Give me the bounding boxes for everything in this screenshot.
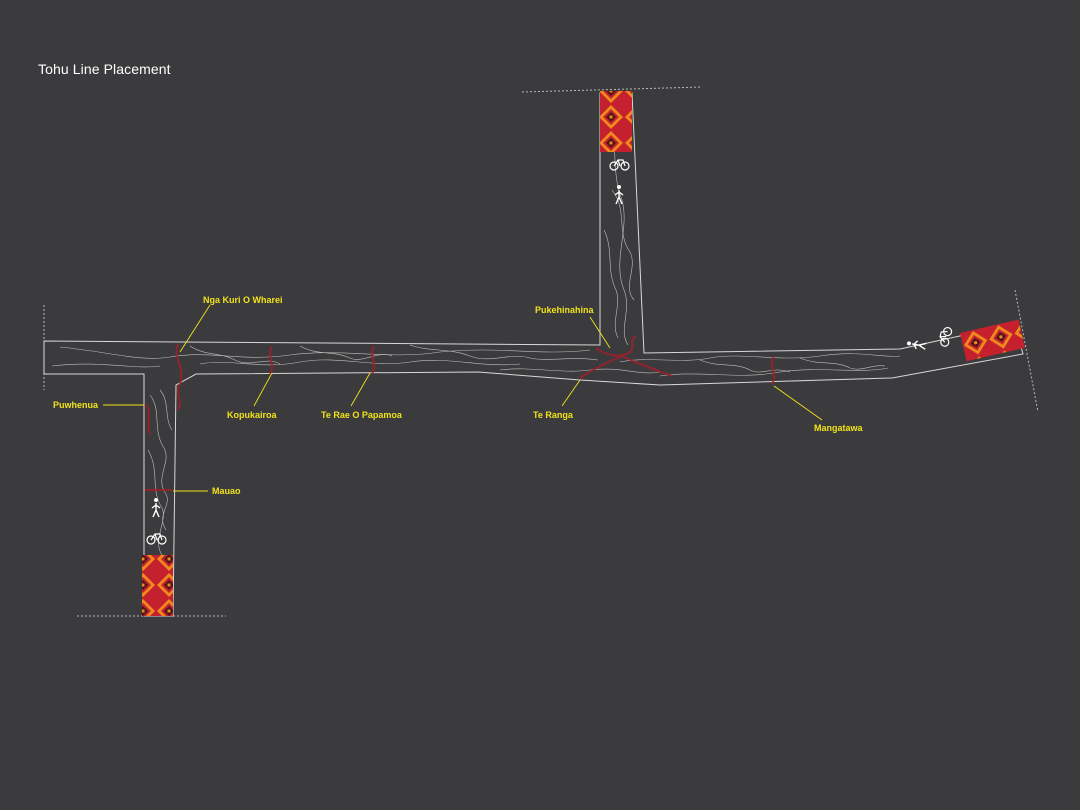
pedestrian-icon: [151, 498, 161, 518]
pedestrian-icon: [907, 340, 927, 350]
page-title: Tohu Line Placement: [38, 61, 171, 77]
boundary-lines: [43, 86, 1039, 617]
pedestrian-icon: [614, 185, 624, 205]
tohu-block-north: [600, 91, 632, 152]
tohu-line-mangatawa: [771, 355, 775, 385]
tohu-block-east: [960, 319, 1025, 362]
leader-mangatawa: [773, 385, 823, 421]
label-te-ranga: Te Ranga: [533, 410, 574, 420]
leader-lines: [103, 304, 823, 492]
leader-kopukairoa: [253, 372, 273, 407]
pathway-outline: [43, 92, 1024, 617]
tohu-lines: [145, 335, 775, 491]
leader-te-ranga: [561, 379, 581, 407]
tohu-block-south: [142, 555, 173, 616]
leader-pukehinahina: [589, 316, 611, 349]
tohu-line-te-ranga: [579, 354, 673, 379]
tohu-line-puwhenua: [145, 403, 151, 435]
label-mauao: Mauao: [212, 486, 241, 496]
label-kopukairoa: Kopukairoa: [227, 410, 278, 420]
bicycle-icon: [609, 159, 630, 171]
label-nga-kuri: Nga Kuri O Wharei: [203, 295, 283, 305]
tohu-line-te-rae: [371, 345, 375, 375]
tohu-line-nga-kuri: [175, 343, 183, 411]
label-te-rae: Te Rae O Papamoa: [321, 410, 403, 420]
tohu-line-kopukairoa: [269, 345, 273, 375]
label-puwhenua: Puwhenua: [53, 400, 99, 410]
contour-lines: [51, 109, 901, 556]
label-pukehinahina: Pukehinahina: [535, 305, 595, 315]
bicycle-icon: [939, 326, 953, 347]
label-mangatawa: Mangatawa: [814, 423, 864, 433]
leader-nga-kuri: [179, 304, 211, 353]
boundary-right: [1014, 289, 1039, 413]
tohu-line-pukehinahina: [595, 335, 637, 357]
bicycle-icon: [146, 533, 167, 545]
leader-te-rae: [350, 372, 371, 407]
